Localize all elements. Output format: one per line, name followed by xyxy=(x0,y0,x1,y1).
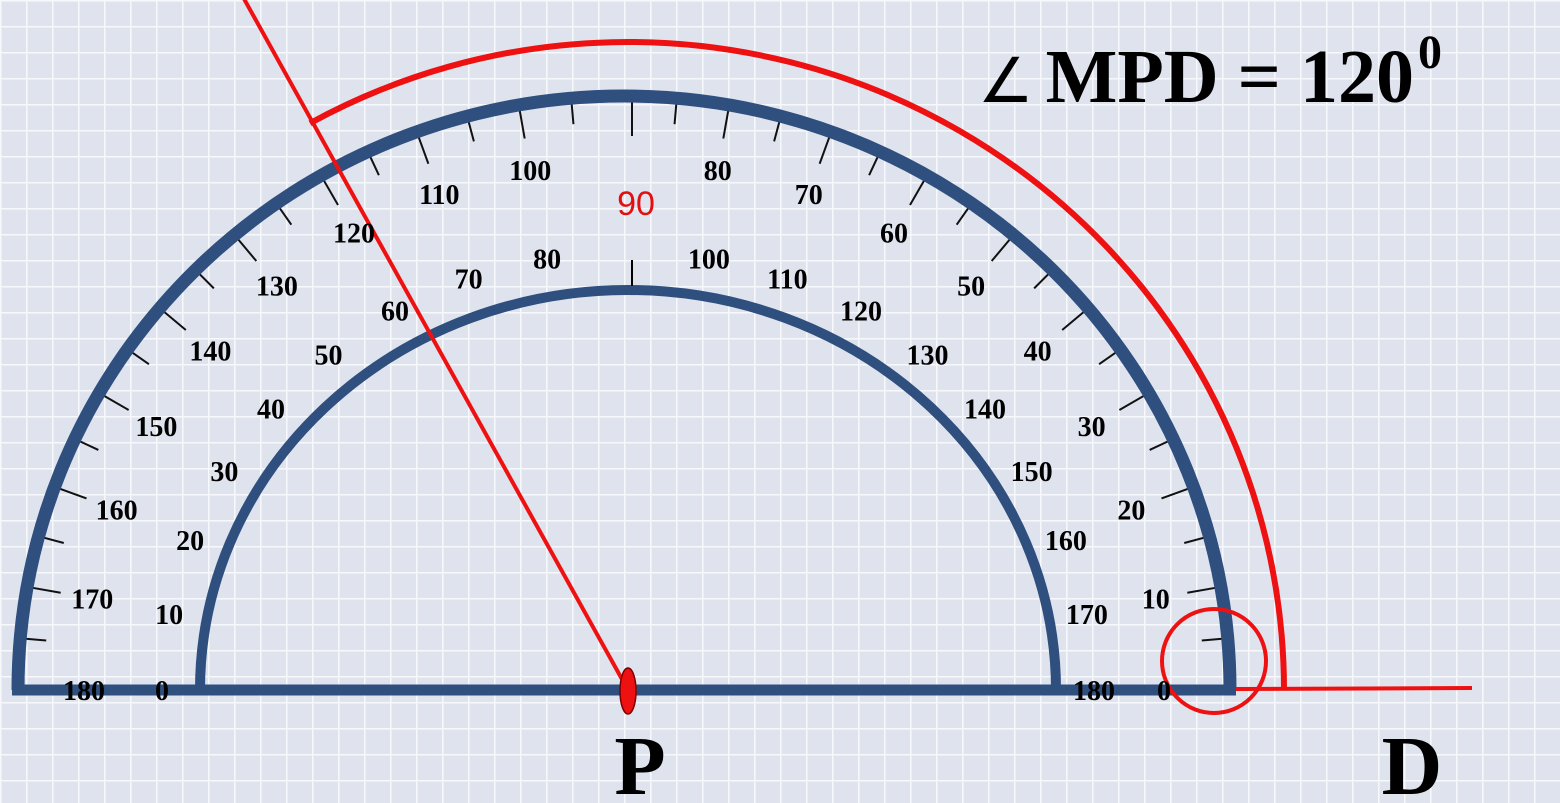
outer-scale-label: 50 xyxy=(957,272,985,303)
outer-scale-label: 60 xyxy=(880,219,908,250)
outer-tick-mark xyxy=(990,237,1012,262)
outer-tick-mark xyxy=(722,108,730,139)
outer-scale-labels: 0102030405060708010011012013014015016017… xyxy=(63,156,1171,707)
inner-scale-label: 60 xyxy=(381,297,409,328)
inner-scale-label: 20 xyxy=(176,526,204,557)
outer-tick-mark xyxy=(322,178,339,206)
outer-tick-mark xyxy=(1183,536,1206,544)
outer-tick-mark xyxy=(1201,637,1224,642)
outer-scale-label: 70 xyxy=(795,180,823,211)
ray-end-label-d: D xyxy=(1382,720,1443,803)
outer-tick-marks xyxy=(24,100,1224,642)
inner-scale-label: 0 xyxy=(155,676,169,707)
outer-tick-mark xyxy=(102,394,130,411)
angle-symbol: ∠ xyxy=(978,44,1034,117)
angle-name-value: MPD = 120 xyxy=(1046,35,1414,119)
measured-angle-arc xyxy=(308,39,1287,691)
inner-scale-label: 110 xyxy=(767,264,807,295)
outer-scale-label: 110 xyxy=(419,180,459,211)
outer-tick-mark xyxy=(1098,350,1118,366)
inner-scale-label: 40 xyxy=(257,394,285,425)
inner-scale-label: 70 xyxy=(455,264,483,295)
outer-scale-label: 150 xyxy=(135,412,177,443)
outer-tick-mark xyxy=(42,536,65,544)
outer-scale-label: 0 xyxy=(1157,676,1171,707)
outer-scale-label: 140 xyxy=(189,337,231,368)
angle-title: ∠ MPD = 120 0 xyxy=(978,26,1442,119)
outer-tick-mark xyxy=(570,102,575,125)
inner-scale-label: 80 xyxy=(533,245,561,276)
outer-scale-label: 160 xyxy=(96,495,138,526)
outer-tick-mark xyxy=(518,108,526,139)
outer-tick-mark xyxy=(1033,272,1051,290)
outer-tick-mark xyxy=(818,135,831,165)
outer-tick-mark xyxy=(955,206,971,226)
outer-scale-label: 20 xyxy=(1117,495,1145,526)
outer-tick-mark xyxy=(1161,487,1191,500)
outer-tick-mark xyxy=(909,178,926,206)
outer-tick-mark xyxy=(1061,309,1086,331)
outer-tick-mark xyxy=(236,237,258,262)
inner-scale-label: 10 xyxy=(155,600,183,631)
zero-mark-highlight-circle xyxy=(1160,607,1268,715)
protractor-center-label: 90 xyxy=(617,185,655,223)
inner-scale-label: 130 xyxy=(907,340,949,371)
protractor-outer-arc xyxy=(11,89,1237,691)
outer-tick-mark xyxy=(1118,394,1146,411)
outer-scale-label: 170 xyxy=(71,584,113,615)
ray-pd xyxy=(1235,686,1473,691)
inner-scale-labels: 0 10 20 30 40 50 60 70 80 100 110 120 130 140 150 160 17… xyxy=(155,245,1115,707)
inner-scale-label: 50 xyxy=(314,340,342,371)
inner-scale-label: 150 xyxy=(1011,457,1053,488)
vertex-point-marker xyxy=(619,667,637,715)
outer-tick-mark xyxy=(417,135,430,165)
outer-tick-mark xyxy=(1187,586,1218,594)
outer-tick-mark xyxy=(368,154,380,176)
outer-scale-label: 10 xyxy=(1142,584,1170,615)
outer-tick-mark xyxy=(277,206,293,226)
outer-tick-mark xyxy=(57,487,87,500)
protractor-inner-arc xyxy=(195,285,1061,691)
outer-tick-mark xyxy=(467,119,475,142)
inner-scale-label: 30 xyxy=(210,457,238,488)
outer-scale-label: 130 xyxy=(256,272,298,303)
outer-scale-label: 80 xyxy=(704,156,732,187)
ray-pm xyxy=(242,0,630,691)
inner-scale-label: 180 xyxy=(1073,676,1115,707)
inner-scale-label: 140 xyxy=(964,394,1006,425)
degree-superscript: 0 xyxy=(1418,26,1442,79)
outer-tick-mark xyxy=(130,350,150,366)
outer-scale-label: 40 xyxy=(1024,337,1052,368)
outer-tick-mark xyxy=(773,119,781,142)
inner-scale-label: 160 xyxy=(1045,526,1087,557)
vertex-label-p: P xyxy=(614,720,665,803)
outer-tick-mark xyxy=(24,637,47,642)
outer-tick-mark xyxy=(1149,439,1171,451)
outer-tick-mark xyxy=(77,439,99,451)
inner-scale-label: 170 xyxy=(1066,600,1108,631)
inner-scale-label: 120 xyxy=(840,297,882,328)
outer-scale-label: 30 xyxy=(1078,412,1106,443)
outer-tick-mark xyxy=(197,272,215,290)
outer-tick-mark xyxy=(673,102,678,125)
outer-scale-label: 100 xyxy=(509,156,551,187)
outer-tick-mark xyxy=(868,154,880,176)
inner-scale-label: 100 xyxy=(688,245,730,276)
outer-scale-label: 180 xyxy=(63,676,105,707)
outer-tick-mark xyxy=(162,309,187,331)
outer-scale-label: 120 xyxy=(333,219,375,250)
outer-tick-mark xyxy=(30,586,61,594)
